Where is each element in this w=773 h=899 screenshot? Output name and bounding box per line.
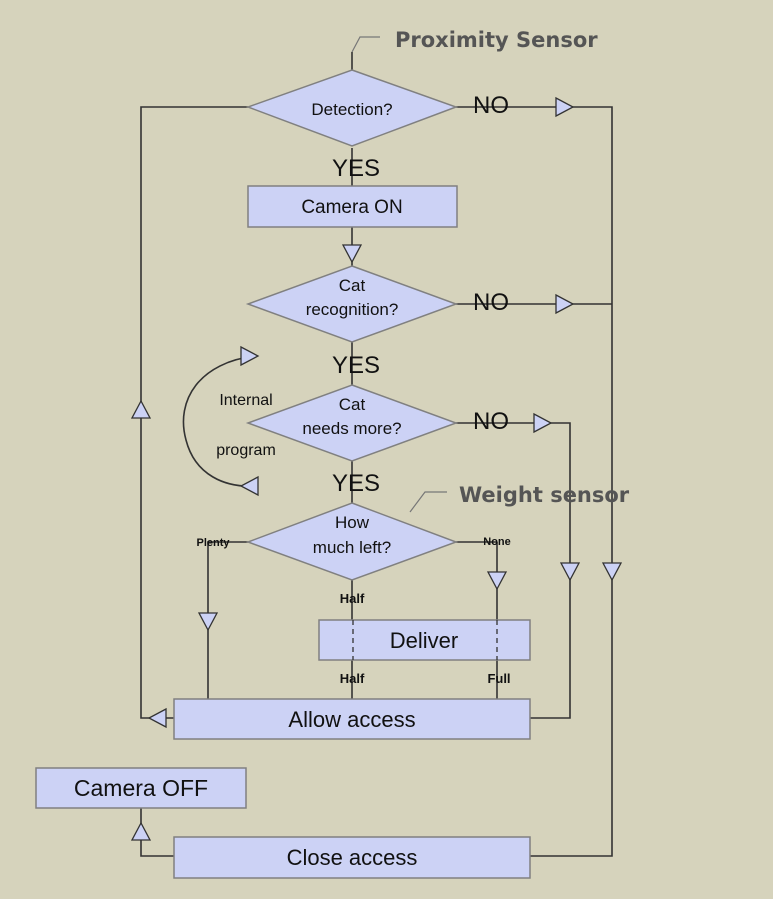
- recognition-label-1: Cat: [339, 276, 366, 295]
- allow-access-label: Allow access: [288, 707, 415, 732]
- camera-off-box: [35, 767, 247, 809]
- none-label: None: [483, 536, 511, 548]
- recognition-label-2: recognition?: [306, 300, 399, 319]
- arrowheads: [130, 96, 623, 841]
- needs-more-label-2: needs more?: [302, 419, 401, 438]
- no-label-needs-more: NO: [473, 408, 509, 435]
- arrow-down-recognition: [341, 244, 363, 264]
- close-access-box: [173, 836, 531, 879]
- full-label: Full: [487, 671, 510, 686]
- internal-program-loop: [182, 355, 257, 487]
- yes-label-recognition: YES: [332, 352, 380, 379]
- detection-no-line: [456, 106, 613, 857]
- weight-pointer: [409, 491, 447, 513]
- arrow-down-right-rail: [601, 562, 623, 582]
- arrow-right-needs-no: [533, 412, 553, 434]
- cat-recognition-diamond: [245, 265, 459, 343]
- no-label-recognition: NO: [473, 289, 509, 316]
- half-label-bottom: Half: [340, 671, 365, 686]
- plenty-label: Plenty: [196, 537, 230, 549]
- internal-program-label-2: program: [216, 442, 276, 459]
- no-label-detection: NO: [473, 92, 509, 119]
- cat-needs-more-diamond: [245, 384, 459, 462]
- weight-sensor-label: Weight sensor: [459, 483, 630, 507]
- how-much-label-1: How: [335, 513, 370, 532]
- needs-more-label-1: Cat: [339, 395, 366, 414]
- allow-access-box: [173, 698, 531, 740]
- half-label-top: Half: [340, 591, 365, 606]
- arrow-left-allow: [147, 707, 167, 729]
- detection-label: Detection?: [311, 100, 392, 119]
- yes-label-detection: YES: [332, 155, 380, 182]
- arrow-down-needs-rail: [559, 562, 581, 582]
- close-access-label: Close access: [287, 845, 418, 870]
- plenty-line: [207, 541, 248, 699]
- detection-diamond: [245, 69, 459, 147]
- proximity-sensor-label: Proximity Sensor: [395, 28, 598, 52]
- arrow-loop-top: [240, 345, 260, 367]
- deliver-box: [318, 619, 531, 661]
- camera-off-label: Camera OFF: [74, 775, 208, 801]
- deliver-label: Deliver: [390, 628, 458, 653]
- camera-on-label: Camera ON: [301, 197, 402, 218]
- needs-no-line: [456, 422, 571, 719]
- arrow-right-detection-no: [555, 96, 575, 118]
- arrow-down-plenty: [197, 612, 219, 632]
- internal-program-label-1: Internal: [219, 392, 272, 409]
- arrow-loop-bottom: [239, 475, 259, 497]
- arrow-down-none: [486, 571, 508, 591]
- arrow-up-return: [130, 399, 152, 419]
- arrow-right-recognition-no: [555, 293, 575, 315]
- how-much-label-2: much left?: [313, 538, 391, 557]
- camera-on-box: [247, 185, 458, 228]
- proximity-pointer: [351, 36, 380, 53]
- return-to-detection-line: [140, 106, 248, 719]
- yes-label-needs-more: YES: [332, 470, 380, 497]
- how-much-left-diamond: [245, 502, 459, 581]
- arrow-up-camera-off: [130, 821, 152, 841]
